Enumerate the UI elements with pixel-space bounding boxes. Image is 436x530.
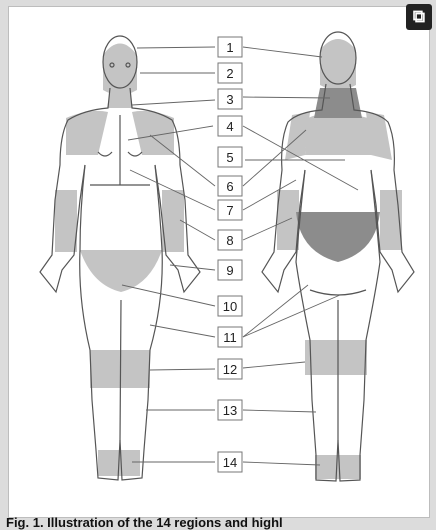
share-icon[interactable]: ⧉ — [406, 4, 432, 30]
back-region-upper-back — [305, 113, 372, 155]
label-number-13: 13 — [223, 403, 237, 418]
label-number-5: 5 — [226, 150, 233, 165]
back-region-head — [320, 39, 356, 90]
front-region-forearm-right — [162, 190, 184, 252]
label-number-7: 7 — [226, 203, 233, 218]
label-number-1: 1 — [226, 40, 233, 55]
back-region-knees — [305, 340, 367, 375]
back-region-neck-dark — [314, 88, 362, 118]
label-number-10: 10 — [223, 299, 237, 314]
front-region-face — [103, 44, 137, 96]
label-number-12: 12 — [223, 362, 237, 377]
back-body-figure — [262, 32, 414, 481]
label-number-8: 8 — [226, 233, 233, 248]
label-number-6: 6 — [226, 179, 233, 194]
label-number-4: 4 — [226, 119, 233, 134]
label-number-3: 3 — [226, 92, 233, 107]
figure-caption: Fig. 1. Illustration of the 14 regions a… — [6, 515, 430, 530]
label-number-11: 11 — [223, 330, 237, 345]
front-region-forearm-left — [55, 190, 77, 252]
label-number-2: 2 — [226, 66, 233, 81]
back-region-lower-back-dark — [296, 212, 380, 262]
front-region-pelvis — [80, 250, 162, 292]
front-region-neck — [107, 92, 133, 108]
label-number-9: 9 — [226, 263, 233, 278]
back-region-feet — [315, 455, 361, 479]
label-number-14: 14 — [223, 455, 237, 470]
